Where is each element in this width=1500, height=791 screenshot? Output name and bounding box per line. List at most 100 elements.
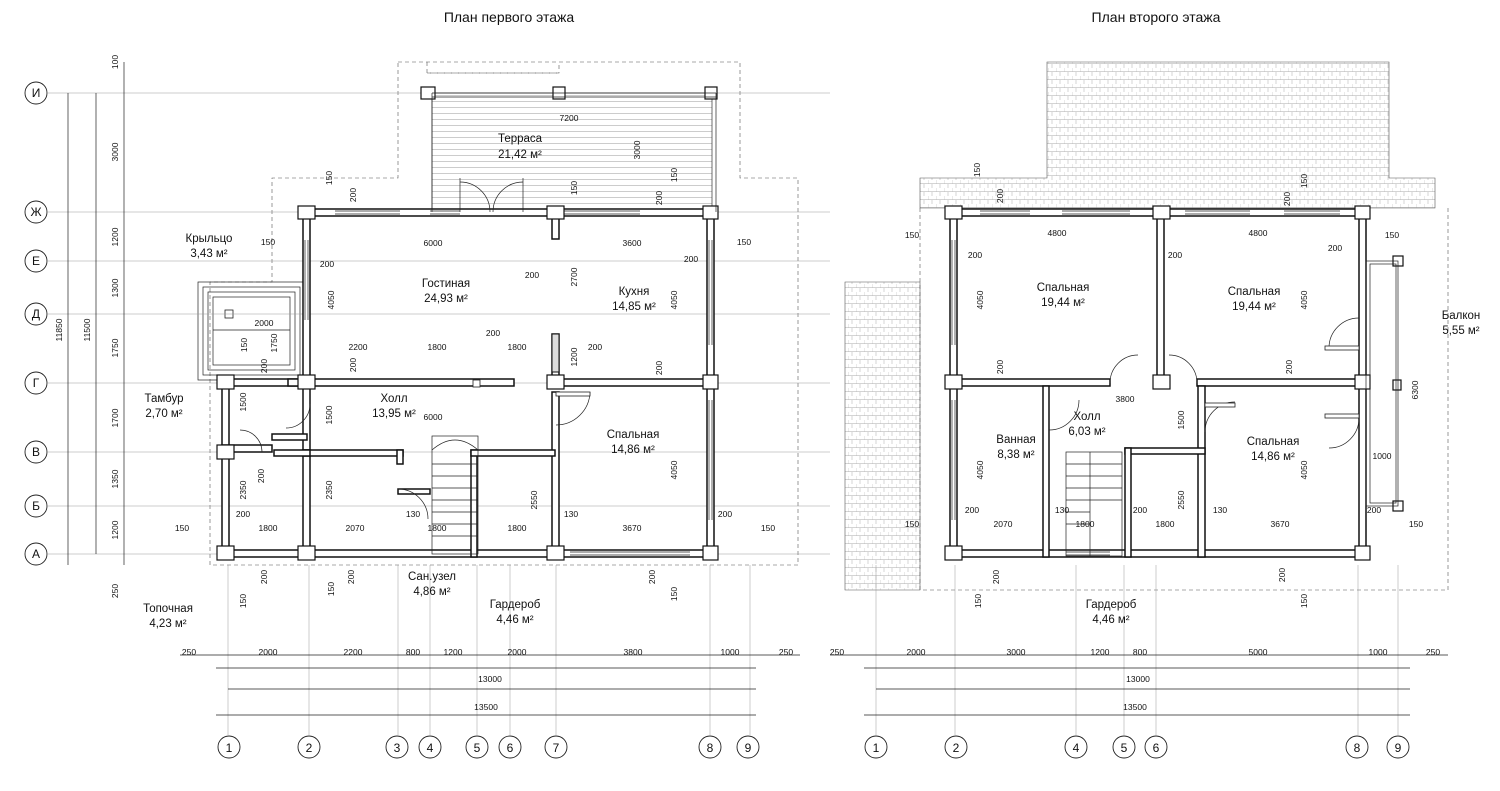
dim-label: 150 (761, 523, 775, 533)
dim-label: 200 (647, 570, 657, 584)
room-name-porch: Крыльцо (186, 233, 233, 245)
plan2-title: План второго этажа (1092, 9, 1221, 25)
dim-label: 4050 (975, 460, 985, 479)
overall-height-dim: 11500 (82, 318, 92, 341)
row-axis-bubble (24, 200, 48, 224)
col-axis-label: 8 (707, 741, 714, 755)
room-area-bedroom-1: 19,44 м² (1041, 297, 1085, 309)
dim-label: 200 (525, 270, 539, 280)
col-axis-bubble (217, 735, 241, 759)
dim-label: 150 (175, 523, 189, 533)
row-axis-bubble (24, 249, 48, 273)
row-axis-label: Б (32, 499, 40, 513)
dim-label: 4800 (1249, 228, 1268, 238)
dim-label: 200 (346, 570, 356, 584)
room-name-boiler: Топочная (143, 603, 193, 615)
dim-label: 200 (991, 570, 1001, 584)
room-name-bedroom-1: Спальная (1037, 282, 1090, 294)
room-name-hall-2: Холл (1073, 411, 1100, 423)
dim-label: 150 (905, 519, 919, 529)
dim-label: 200 (1284, 360, 1294, 374)
dim-label: 200 (1168, 250, 1182, 260)
dim-label: 200 (718, 509, 732, 519)
dim-label: 150 (238, 594, 248, 608)
room-area-boiler: 4,23 м² (149, 618, 186, 630)
dim-label: 4050 (669, 460, 679, 479)
dim-label: 150 (324, 171, 334, 185)
col-axis-bubble (698, 735, 722, 759)
dim-label: 1800 (428, 342, 447, 352)
col-axis-bubble (385, 735, 409, 759)
dim-label: 200 (684, 254, 698, 264)
dim-label: 2550 (1176, 490, 1186, 509)
dim-label: 200 (259, 359, 269, 373)
dim-label: 2070 (346, 523, 365, 533)
row-axis-label: А (32, 547, 40, 561)
col-axis-label: 2 (953, 741, 960, 755)
col-axis-label: 5 (1121, 741, 1128, 755)
col-axis-label: 9 (745, 741, 752, 755)
row-dim-label: 3000 (110, 142, 120, 161)
col-axis-label: 8 (1354, 741, 1361, 755)
row-dim-label: 100 (110, 55, 120, 69)
total-dim-label: 13000 (478, 674, 502, 684)
dim-label: 6000 (424, 238, 443, 248)
row-axis-label: Д (32, 307, 40, 321)
dim-label: 150 (669, 587, 679, 601)
room-name-terrace: Терраса (498, 133, 543, 145)
dim-label: 130 (1055, 505, 1069, 515)
bottom-dim-label: 2000 (259, 647, 278, 657)
room-name-bedroom-2: Спальная (1228, 286, 1281, 298)
room-area-hall: 13,95 м² (372, 408, 416, 420)
room-name-bedroom-3: Спальная (1247, 436, 1300, 448)
col-axis-label: 1 (226, 741, 233, 755)
dim-label: 200 (1367, 505, 1381, 515)
col-axis-bubble (465, 735, 489, 759)
dim-label: 200 (588, 342, 602, 352)
dim-label: 130 (406, 509, 420, 519)
dim-label: 150 (569, 181, 579, 195)
overall-height-dim: 11850 (54, 318, 64, 341)
dim-label: 1000 (1373, 451, 1392, 461)
row-dim-label: 1700 (110, 408, 120, 427)
col-axis-label: 5 (474, 741, 481, 755)
dim-label: 6300 (1410, 380, 1420, 399)
row-dim-label: 1350 (110, 469, 120, 488)
dim-label: 150 (326, 582, 336, 596)
bottom-dim-label: 2200 (344, 647, 363, 657)
dim-label: 4050 (669, 290, 679, 309)
bottom-dim-label: 250 (779, 647, 793, 657)
dim-label: 150 (737, 237, 751, 247)
room-area-kitchen: 14,85 м² (612, 301, 656, 313)
dim-label: 200 (236, 509, 250, 519)
row-axis-label: И (32, 86, 41, 100)
bottom-dim-label: 2000 (508, 647, 527, 657)
row-dim-label: 1300 (110, 278, 120, 297)
room-area-porch: 3,43 м² (190, 248, 227, 260)
total-dim-label: 13000 (1126, 674, 1150, 684)
room-name-bathroom: Ванная (996, 434, 1035, 446)
col-axis-bubble (1112, 735, 1136, 759)
dim-label: 150 (239, 338, 249, 352)
plan2-geometry (830, 61, 1449, 735)
row-axis-bubble (24, 542, 48, 566)
row-axis-label: В (32, 445, 40, 459)
bottom-dim-label: 800 (1133, 647, 1147, 657)
dim-label: 150 (1409, 519, 1423, 529)
room-name-hall: Холл (380, 393, 407, 405)
plan1-title: План первого этажа (444, 9, 575, 25)
dim-label: 3670 (623, 523, 642, 533)
dim-label: 200 (995, 189, 1005, 203)
col-axis-bubble (498, 735, 522, 759)
col-axis-bubble (1064, 735, 1088, 759)
dim-label: 150 (669, 168, 679, 182)
dim-label: 200 (259, 570, 269, 584)
room-name-vestibule: Тамбур (144, 393, 183, 405)
dim-label: 2200 (349, 342, 368, 352)
bottom-dim-label: 250 (1426, 647, 1440, 657)
dim-label: 1500 (238, 392, 248, 411)
dim-label: 4800 (1048, 228, 1067, 238)
total-dim-label: 13500 (1123, 702, 1147, 712)
dim-label: 3000 (632, 140, 642, 159)
col-axis-label: 1 (873, 741, 880, 755)
